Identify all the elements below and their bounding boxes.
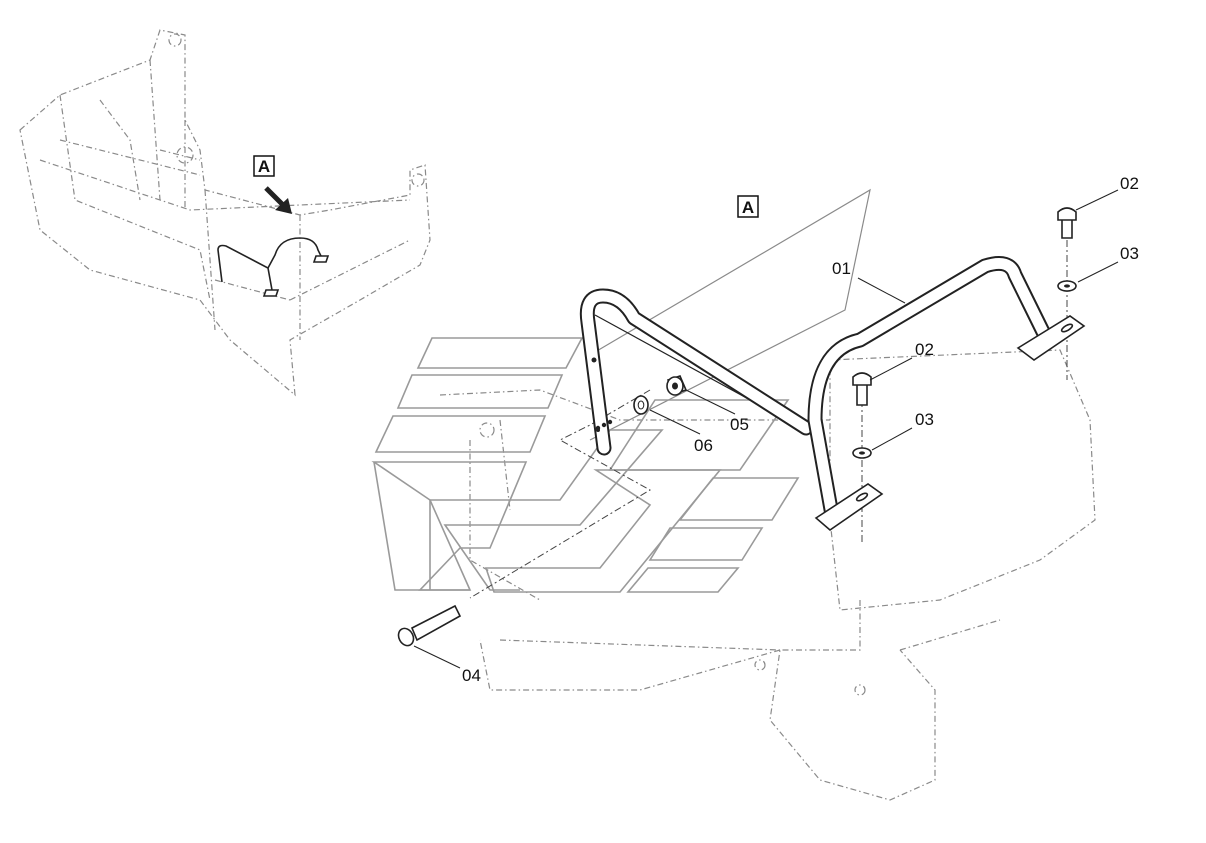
part-02-bolt-upper <box>1057 207 1077 239</box>
detail-view-marker: A <box>737 195 759 218</box>
callout-03-upper: 03 <box>1120 244 1139 263</box>
view-direction-arrow-icon <box>264 186 284 206</box>
detail-view-marker-label: A <box>742 198 754 217</box>
part-03-washer-upper <box>1057 280 1077 292</box>
callout-02-lower: 02 <box>915 340 934 359</box>
part-06-washer <box>633 395 649 415</box>
assembly-axes <box>469 240 1068 599</box>
small-fastener <box>595 419 613 431</box>
callout-04: 04 <box>462 666 481 685</box>
callout-05: 05 <box>730 415 749 434</box>
leader-lines <box>413 189 1119 669</box>
overview-view-marker: A <box>253 155 292 214</box>
callout-01: 01 <box>832 259 851 278</box>
decal-panels <box>371 337 800 593</box>
part-02-bolt-lower <box>852 372 872 406</box>
part-04-pin <box>397 604 462 647</box>
background-frame <box>439 349 1096 801</box>
view-direction-arrowhead-icon <box>275 198 292 214</box>
part-03-washer-lower <box>852 447 872 459</box>
part-01-safety-bar <box>579 256 1086 532</box>
overview-view-marker-label: A <box>258 157 270 176</box>
callout-06: 06 <box>694 436 713 455</box>
callout-03-lower: 03 <box>915 410 934 429</box>
part-05-bushing <box>666 375 688 396</box>
callout-02-upper: 02 <box>1120 174 1139 193</box>
callout-labels: 01 02 03 02 03 05 06 04 <box>462 174 1139 685</box>
overview-assembly <box>19 29 431 397</box>
